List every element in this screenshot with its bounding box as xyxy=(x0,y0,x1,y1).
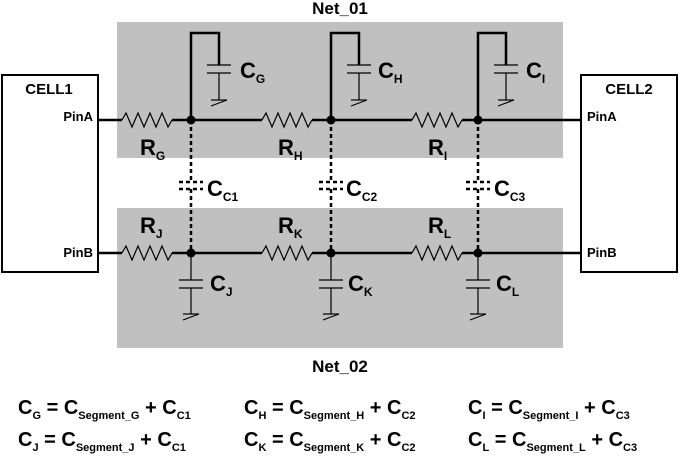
label-cj: CJ xyxy=(210,271,233,299)
equation-ci: CI = CSegment_I + CC3 xyxy=(468,397,630,422)
resistor-i xyxy=(411,111,463,129)
coupling-capacitor-c2 xyxy=(319,120,343,253)
label-cg: CG xyxy=(240,58,265,86)
equation-cg: CG = CSegment_G + CC1 xyxy=(18,397,191,422)
net-02-title: Net_02 xyxy=(312,357,368,376)
capacitor-j xyxy=(179,253,203,321)
equation-cj: CJ = CSegment_J + CC1 xyxy=(18,429,186,454)
label-ch: CH xyxy=(378,58,403,86)
cell-2-pin-a: PinA xyxy=(587,109,617,124)
resistor-l xyxy=(411,244,463,262)
label-cc3: CC3 xyxy=(494,176,526,204)
coupling-capacitor-c3 xyxy=(466,120,490,253)
equation-cl: CL = CSegment_L + CC3 xyxy=(468,429,637,454)
equation-ck: CK = CSegment_K + CC2 xyxy=(244,429,416,454)
capacitor-i xyxy=(476,31,518,120)
cell-1-pin-b: PinB xyxy=(63,245,93,260)
capacitor-l xyxy=(466,253,490,321)
cell-1: CELL1 PinA PinB xyxy=(1,74,99,273)
label-rg: RG xyxy=(140,135,165,163)
cell-1-name: CELL1 xyxy=(25,81,73,98)
cell-2: CELL2 PinA PinB xyxy=(580,74,678,273)
label-rl: RL xyxy=(428,213,451,241)
label-rj: RJ xyxy=(140,213,163,241)
cell-2-name: CELL2 xyxy=(605,81,653,98)
resistor-k xyxy=(261,244,313,262)
equations-row-1: CG = CSegment_G + CC1 CH = CSegment_H + … xyxy=(18,397,630,422)
label-ck: CK xyxy=(348,271,373,299)
cell-1-pin-a: PinA xyxy=(63,109,93,124)
net-01-title: Net_01 xyxy=(312,0,368,18)
capacitor-g xyxy=(189,31,231,120)
label-ci: CI xyxy=(526,58,545,86)
resistor-j xyxy=(121,244,173,262)
capacitor-h xyxy=(329,31,371,120)
label-cl: CL xyxy=(496,271,519,299)
equations-row-2: CJ = CSegment_J + CC1 CK = CSegment_K + … xyxy=(18,429,637,454)
label-rh: RH xyxy=(278,135,303,163)
resistor-h xyxy=(261,111,313,129)
coupling-capacitor-c1 xyxy=(179,120,203,253)
label-cc2: CC2 xyxy=(346,176,378,204)
label-cc1: CC1 xyxy=(207,176,239,204)
equation-ch: CH = CSegment_H + CC2 xyxy=(244,397,416,422)
label-rk: RK xyxy=(278,213,303,241)
net-01-region xyxy=(117,22,563,158)
resistor-g xyxy=(121,111,173,129)
cell-2-pin-b: PinB xyxy=(587,245,617,260)
capacitor-k xyxy=(319,253,343,321)
label-ri: RI xyxy=(428,135,447,163)
